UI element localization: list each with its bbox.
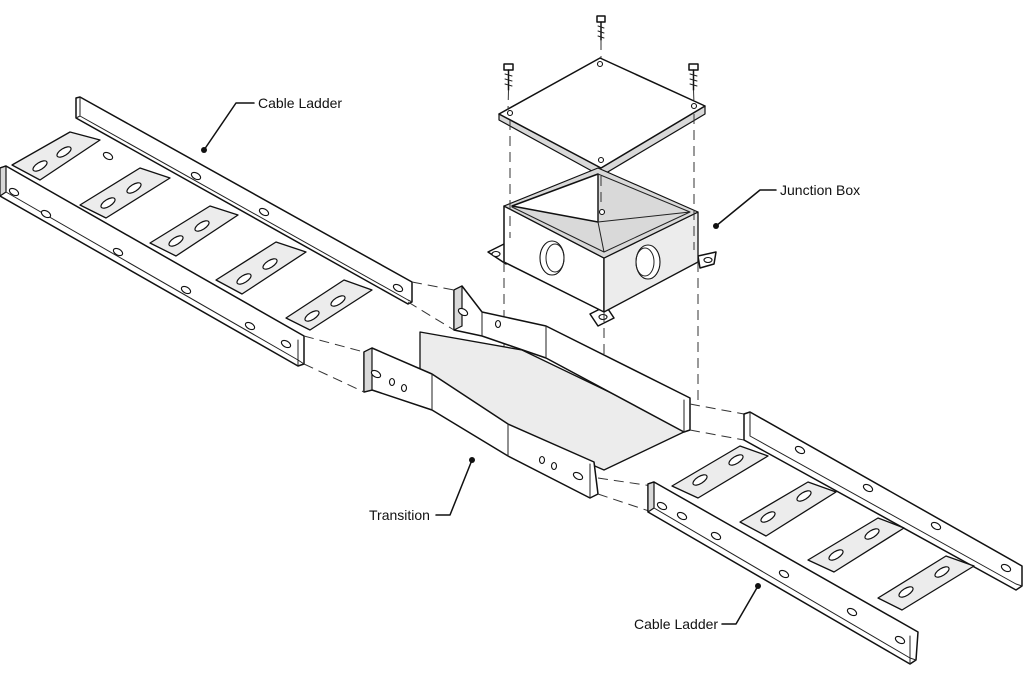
label-cable-ladder-left: Cable Ladder: [258, 95, 342, 111]
callout-cable-ladder-left: Cable Ladder: [201, 95, 342, 153]
label-cable-ladder-right: Cable Ladder: [634, 616, 718, 632]
ladder-alignment-lines: [303, 281, 745, 513]
label-junction-box: Junction Box: [780, 182, 860, 198]
screw-icon-right: [688, 63, 699, 91]
right-cable-ladder: [647, 411, 1023, 665]
label-transition: Transition: [369, 507, 430, 523]
callout-junction-box: Junction Box: [713, 182, 860, 229]
screw-icon-left: [503, 63, 514, 91]
left-cable-ladder: [0, 96, 413, 367]
left-ladder-rungs: [11, 131, 373, 331]
screw-icon-top: [596, 15, 606, 41]
junction-box-body: [487, 167, 717, 327]
transition-piece: [363, 285, 691, 499]
callout-cable-ladder-right: Cable Ladder: [634, 583, 761, 632]
junction-box-assembly: [487, 15, 717, 466]
left-ladder-rail-holes: [8, 151, 404, 349]
right-ladder-rungs: [671, 445, 975, 611]
junction-box-lid: [498, 57, 706, 177]
callout-transition: Transition: [369, 457, 475, 523]
